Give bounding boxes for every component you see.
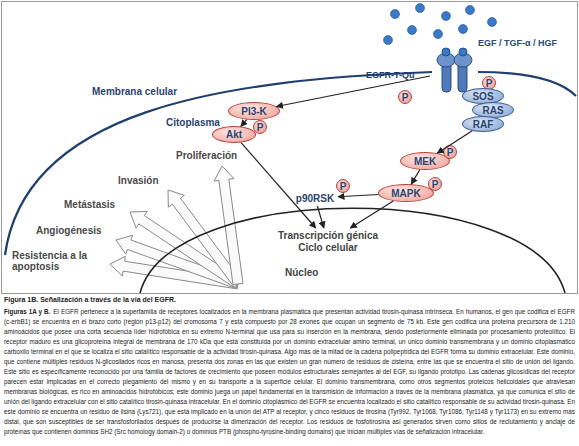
ligand-label: EGF / TGF-α / HGF — [478, 38, 557, 49]
effect-label: Resistencia a la apoptosis — [12, 250, 104, 272]
ligand-dot — [459, 25, 468, 34]
phospho-badge: P — [443, 145, 457, 159]
effect-label: Angiogénesis — [36, 225, 102, 236]
kinase-oval: MEK — [400, 152, 450, 170]
signal-arrow — [350, 201, 393, 228]
cell-nucleus: Núcleo Transcripción génicaCiclo celular — [140, 215, 565, 293]
node-text: Citoplasma — [166, 117, 220, 128]
figure-caption: Figura 1B. Señalización a través de la v… — [4, 296, 575, 303]
kinase-oval: MAPK — [378, 184, 434, 202]
kinase-oval: Akt — [212, 126, 256, 143]
node-text: RAF — [473, 119, 494, 130]
node-text: MAPK — [391, 188, 420, 199]
signal-arrow — [241, 143, 316, 228]
bound-ligand — [442, 48, 450, 56]
effect-arrows — [110, 166, 243, 289]
ligand-dot — [416, 4, 425, 13]
signal-arrow — [411, 170, 420, 184]
kinase-label: p90RSK — [292, 190, 338, 206]
effect-label: Proliferación — [176, 150, 237, 161]
node-text: P — [340, 181, 347, 192]
node-text: Membrana celular — [92, 86, 177, 97]
phospho-badge: P — [428, 177, 442, 191]
signal-arrow — [317, 206, 324, 228]
bound-ligand — [459, 48, 467, 56]
signal-arrow — [241, 120, 247, 127]
phospho-badge: P — [398, 90, 412, 104]
ligand-dot — [434, 30, 443, 39]
node-text: MEK — [414, 156, 436, 167]
node-text: Ciclo celular — [298, 242, 357, 254]
node-text: Núcleo — [285, 267, 318, 278]
ligand-dot — [488, 18, 497, 27]
legend-paragraph: Figuras 1A y B.El EGFR pertenece a la su… — [4, 307, 575, 437]
figure-frame — [2, 2, 578, 294]
ligand-dot — [391, 10, 400, 19]
effect-label: Metástasis — [64, 199, 115, 210]
nucleus-line — [140, 208, 565, 293]
node-text: EGFR-T-Qu — [366, 70, 415, 80]
node-text: P — [486, 78, 493, 89]
node-text: p90RSK — [296, 193, 334, 204]
ligand-dot — [466, 6, 475, 15]
caption-text: El EGFR pertenece a la superfamilia de r… — [4, 308, 575, 435]
effect-label: Invasión — [118, 175, 159, 186]
signal-arrow — [437, 131, 472, 153]
outcome-box: Transcripción génicaCiclo celular — [268, 228, 388, 256]
phospho-badge: P — [253, 120, 267, 134]
caption-text: Figuras 1A y B. — [4, 308, 50, 315]
node-text: P — [432, 179, 439, 190]
receptor-shape — [430, 50, 480, 92]
node-text: PI3-K — [241, 106, 267, 117]
node-text: P — [257, 122, 264, 133]
node-text: P — [402, 92, 409, 103]
phospho-badge: P — [336, 179, 350, 193]
signal-arrow — [338, 195, 378, 197]
node-text: Transcripción génica — [278, 230, 378, 242]
signal-arrow — [277, 76, 430, 107]
node-text: SOS — [472, 91, 493, 102]
node-text: Akt — [226, 129, 242, 140]
node-text: RAS — [482, 105, 503, 116]
receptor-egfr: EGFR-T-Qu — [430, 50, 480, 92]
ligand-dot — [384, 36, 393, 45]
adaptor-oval: RAF — [462, 116, 504, 132]
node-text: P — [447, 147, 454, 158]
ligand-dot — [442, 12, 451, 21]
ligand-dot — [408, 26, 417, 35]
kinase-oval: PI3-K — [228, 102, 280, 120]
nucleus-outline — [140, 215, 565, 293]
